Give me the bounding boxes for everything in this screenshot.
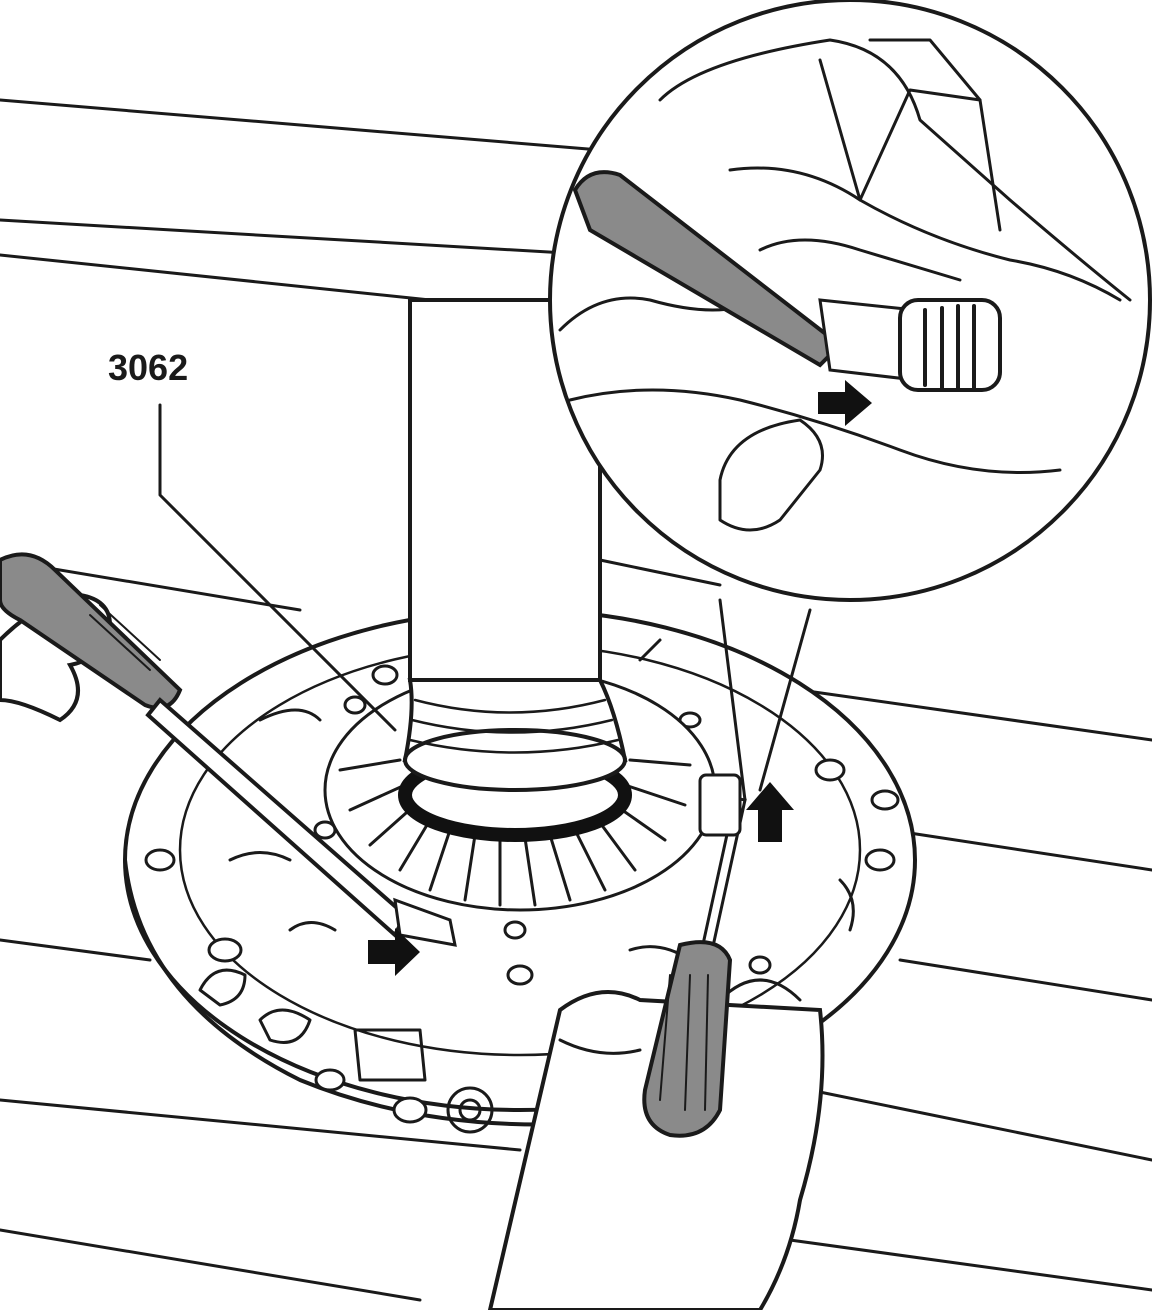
detail-magnifier [548, 0, 1152, 802]
centering-mandrel [402, 298, 628, 792]
callout-label: 3062 [108, 347, 188, 388]
plate-bolt-holes [144, 664, 900, 1124]
bench-surface [0, 98, 1152, 1302]
right-retaining-clip-arrow [746, 782, 794, 842]
detail-clip-arrow [818, 380, 872, 426]
right-screwdriver [642, 796, 747, 1138]
right-retaining-clip [698, 773, 742, 837]
left-retaining-clip-arrow [368, 928, 420, 976]
right-hand [487, 978, 825, 1310]
callout-3062: 3062 [108, 347, 397, 732]
